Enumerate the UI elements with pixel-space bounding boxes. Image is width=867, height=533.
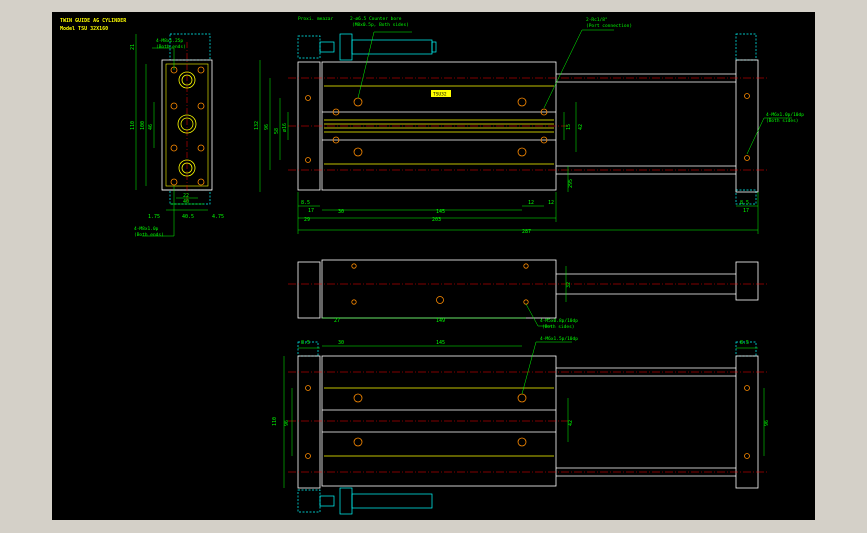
end-view-bottom-note: 4-M8x1.0p	[134, 226, 159, 232]
top-view-label-plate	[431, 90, 451, 97]
dim-bottom-8-5-left: 8.5	[301, 340, 310, 346]
dim-top-203: 203	[432, 217, 441, 223]
dim-top-height-small: 58	[274, 128, 280, 134]
dim-end-inner-height: 100	[140, 121, 146, 130]
title-line1: TWIN GUIDE AG CYLINDER	[60, 18, 127, 24]
note-tap: 4-M6x1.0p/10dp	[766, 112, 804, 118]
dim-side-32: 32	[566, 282, 572, 288]
end-view-holes	[170, 66, 205, 186]
dim-top-42: 42	[578, 124, 584, 130]
title-block: TWIN GUIDE AG CYLINDER Model TSU 32X160	[60, 18, 127, 32]
dim-end-edge-right: 4.75	[212, 214, 224, 220]
dim-top-height-main: 132	[254, 121, 260, 130]
top-view: TSU32	[254, 16, 804, 235]
end-view-bottom-note-sub: (Both ends)	[134, 232, 164, 238]
dim-end-edge-left: 1.75	[148, 214, 160, 220]
top-view-label-text: TSU32	[433, 92, 447, 98]
dim-bottom-145: 145	[436, 340, 445, 346]
side-view-note-sub: (Both sides)	[542, 324, 575, 330]
bottom-view-note: 4-M6x1.5p/10dp	[540, 336, 578, 342]
dim-end-width-bottom: 40.5	[182, 214, 194, 220]
bottom-view-right-plate	[735, 355, 759, 489]
bottom-view: 8.5 30 145 8.5 4-M6x1.5p/10dp 110 96 96 …	[272, 336, 770, 515]
side-view-body	[321, 259, 557, 319]
bottom-view-holes	[305, 385, 750, 459]
note-port: 2-Rc1/8"	[586, 17, 608, 23]
dim-end-width-mid: 40	[183, 199, 189, 205]
note-tap-sub: (Both sides)	[766, 118, 799, 124]
end-view-hidden-bottom	[169, 189, 211, 205]
dim-bottom-96-left: 96	[284, 420, 290, 426]
dim-side-27: 27	[334, 318, 340, 324]
top-view-right-plate	[735, 59, 759, 193]
dim-top-8-5-right: 8.5	[740, 200, 749, 206]
note-counter-bore: 2-ø6.5 Counter bore	[350, 16, 402, 22]
note-counter-bore-sub: (M8x0.5p, Both sides)	[352, 22, 409, 28]
side-view-note: 4-M5x0.8p/10dp	[540, 318, 578, 324]
bottom-view-left-plate	[297, 355, 321, 489]
end-view: 4-M8x1.25p (Both ends) 4-M8x1.0p (Both e…	[130, 33, 224, 238]
side-view-right-plate	[735, 261, 759, 301]
end-view-top-note: 4-M8x1.25p	[156, 38, 183, 44]
dim-end-top-offset: 21	[130, 44, 136, 50]
dim-bottom-30: 30	[338, 340, 344, 346]
title-line2: Model TSU 32X160	[60, 26, 108, 32]
note-port-sub: (Port connection)	[586, 23, 632, 29]
dim-top-145: 145	[436, 209, 445, 215]
note-proximity: Proxi. meazar	[298, 16, 334, 22]
dim-top-30: 30	[338, 209, 344, 215]
dim-end-pitch: 46	[148, 124, 154, 130]
end-view-bores	[177, 71, 197, 177]
cad-canvas: TWIN GUIDE AG CYLINDER Model TSU 32X160	[60, 16, 804, 515]
dim-top-overall: 287	[522, 229, 531, 235]
dim-bottom-42: 42	[568, 420, 574, 426]
dim-top-17-right: 17	[743, 208, 749, 214]
dim-end-width-small: 22	[183, 193, 189, 199]
top-view-sensor	[297, 33, 437, 61]
dim-top-rod-dia: ø16	[282, 123, 288, 132]
dim-top-stroke-rod: 295	[568, 179, 574, 188]
dim-side-149: 149	[436, 318, 445, 324]
dim-top-8-5-left: 8.5	[301, 200, 310, 206]
side-view-left-plate	[297, 261, 321, 319]
dim-end-overall-height: 110	[130, 121, 136, 130]
end-view-top-note-sub: (Both ends)	[156, 44, 186, 50]
dim-top-height-inner: 96	[264, 124, 270, 130]
cad-drawing-area[interactable]: TWIN GUIDE AG CYLINDER Model TSU 32X160	[52, 12, 815, 520]
dim-top-17-left: 17	[308, 208, 314, 214]
dim-bottom-height: 110	[272, 417, 278, 426]
dim-top-15: 15	[566, 124, 572, 130]
dim-bottom-8-5-right: 8.5	[740, 340, 749, 346]
dim-top-12-b: 12	[548, 200, 554, 206]
bottom-view-sensor	[297, 487, 433, 515]
dim-top-12-a: 12	[528, 200, 534, 206]
side-view: 27 149 32 4-M5x0.8p/10dp (Both sides)	[288, 259, 768, 330]
dim-bottom-96-right: 96	[764, 420, 770, 426]
dim-top-29: 29	[304, 217, 310, 223]
